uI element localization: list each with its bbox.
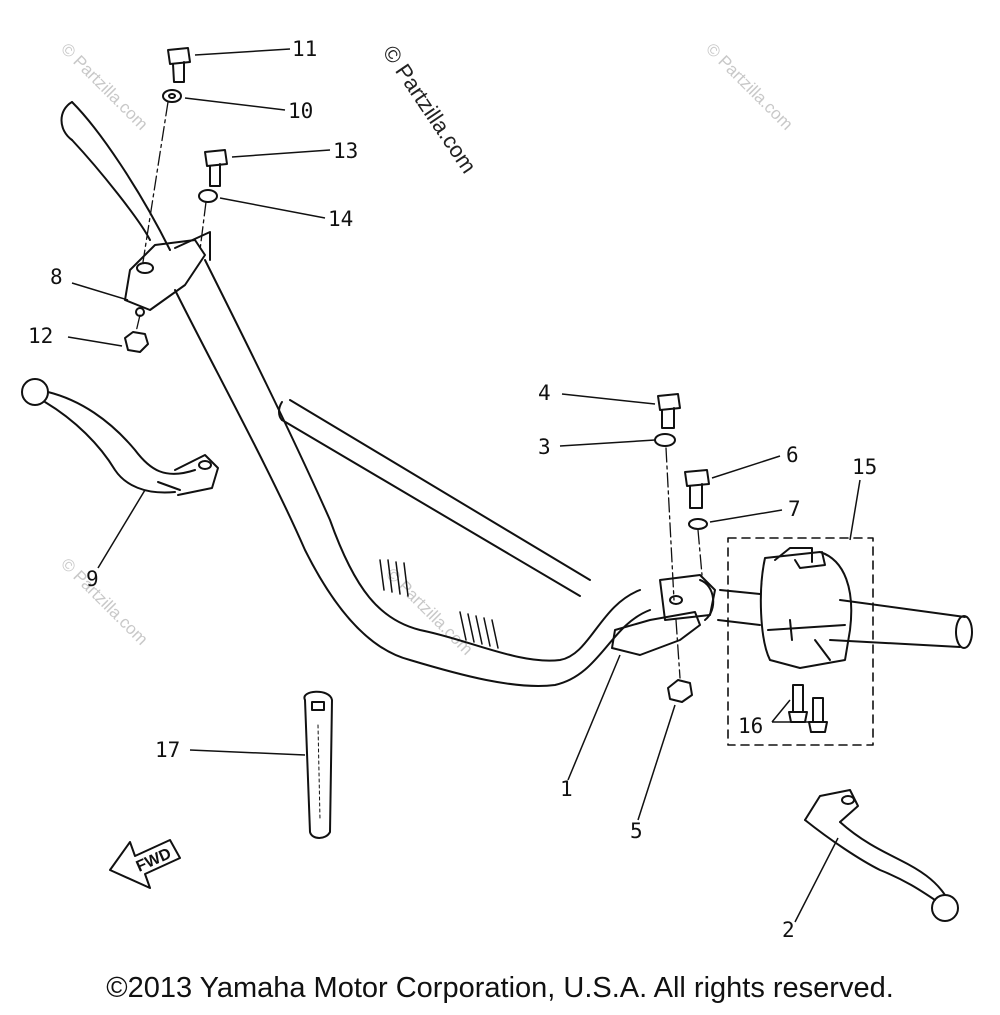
strap-17 <box>303 690 333 839</box>
forward-arrow <box>109 839 181 889</box>
bolt-11 <box>167 47 191 83</box>
left-assembly-axes <box>135 101 207 333</box>
callout-10: 10 <box>288 99 313 123</box>
callout-11: 11 <box>292 37 317 61</box>
watermark-main: © Partzilla.com <box>378 41 482 178</box>
handlebar-right-end <box>839 599 966 618</box>
bar-bands <box>379 559 499 649</box>
left-lever-holder <box>124 231 211 317</box>
switch-housing-15 <box>759 547 853 669</box>
callout-8: 8 <box>50 265 63 289</box>
washer-3 <box>654 433 676 447</box>
nut-5 <box>667 679 693 703</box>
brake-lever-2 <box>804 789 959 922</box>
callout-2: 2 <box>782 918 795 942</box>
switch-assembly-box <box>727 537 874 746</box>
crossbar <box>289 399 591 581</box>
callout-3: 3 <box>538 435 551 459</box>
handlebar-left-end <box>60 101 73 141</box>
clutch-lever-9 <box>21 378 219 496</box>
callout-9: 9 <box>86 567 99 591</box>
watermarks: © Partzilla.com © Partzilla.com © Partzi… <box>57 39 796 658</box>
bolt-13 <box>204 149 228 187</box>
washer-10 <box>162 89 182 103</box>
watermark-top-right: © Partzilla.com <box>702 39 796 133</box>
right-assembly-axes <box>665 447 703 679</box>
callout-6: 6 <box>786 443 799 467</box>
callout-1: 1 <box>560 777 573 801</box>
washer-14 <box>198 189 218 203</box>
callout-13: 13 <box>333 139 358 163</box>
callout-14: 14 <box>328 207 353 231</box>
bolt-6 <box>684 469 710 509</box>
leader-lines <box>67 48 861 923</box>
watermark-top-left: © Partzilla.com <box>57 39 151 133</box>
copyright-notice: ©2013 Yamaha Motor Corporation, U.S.A. A… <box>106 972 894 1004</box>
callout-5: 5 <box>630 819 643 843</box>
callout-17: 17 <box>155 738 180 762</box>
callout-4: 4 <box>538 381 551 405</box>
callouts: 11 10 13 14 8 12 9 4 3 6 7 15 16 17 1 5 … <box>28 37 877 942</box>
callout-16: 16 <box>738 714 763 738</box>
callout-15: 15 <box>852 455 877 479</box>
handlebar <box>60 101 973 687</box>
screws-16 <box>788 684 828 733</box>
callout-12: 12 <box>28 324 53 348</box>
brake-lever-holder <box>611 574 716 656</box>
bolt-4 <box>657 393 681 429</box>
forward-arrow-label: FWD <box>134 845 174 875</box>
handlebar-parts-diagram: © Partzilla.com © Partzilla.com © Partzi… <box>21 37 973 942</box>
watermark-mid-left: © Partzilla.com <box>57 554 151 648</box>
watermark-mid-center: © Partzilla.com <box>382 564 476 658</box>
nut-12 <box>124 331 149 353</box>
washer-7 <box>688 518 708 530</box>
callout-7: 7 <box>788 497 801 521</box>
